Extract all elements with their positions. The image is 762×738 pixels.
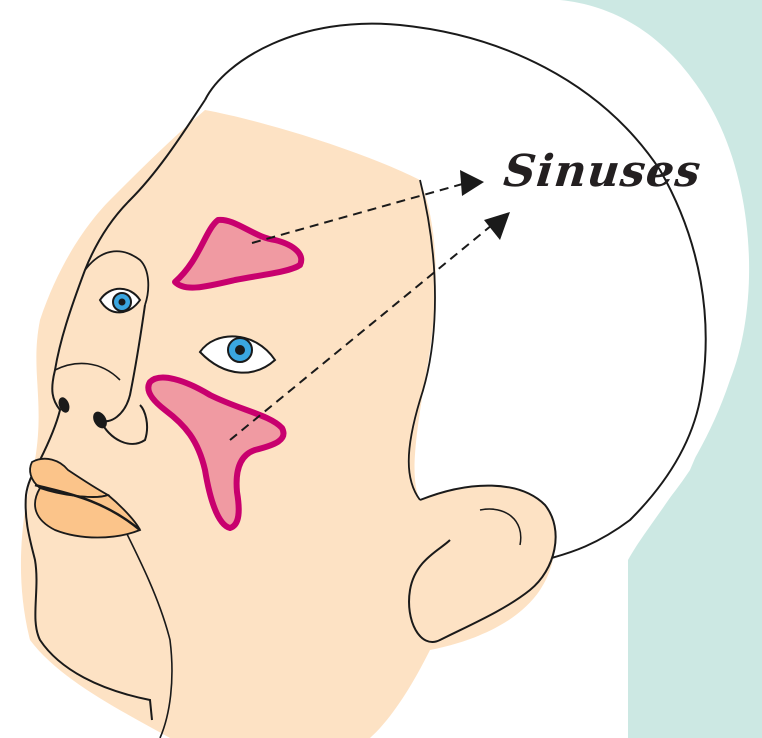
sinuses-label: Sinuses bbox=[501, 146, 703, 197]
